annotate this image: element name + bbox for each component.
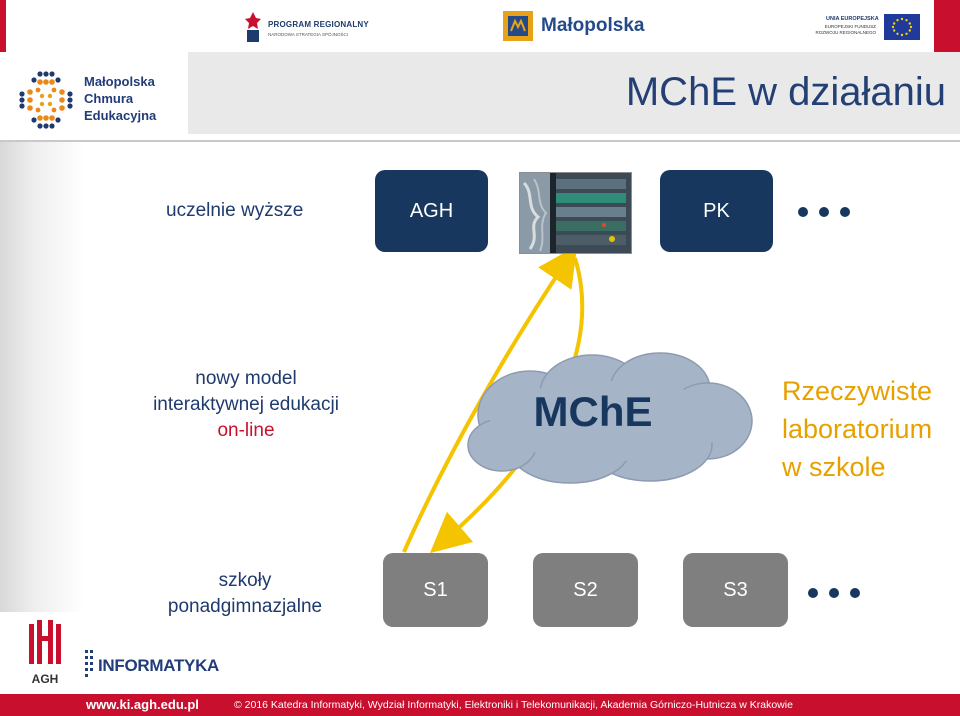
dot: [808, 588, 818, 598]
university-box-pk: PK: [660, 170, 773, 252]
mce-dotted-emblem-icon: [19, 71, 73, 129]
malopolska-emblem-icon: [503, 11, 533, 41]
footer-url-link[interactable]: www.ki.agh.edu.pl: [86, 697, 199, 712]
cloud-label: MChE: [533, 388, 653, 435]
dot: [819, 207, 829, 217]
eu-title: UNIA EUROPEJSKA: [826, 16, 879, 22]
program-regionalny-logo: PROGRAM REGIONALNY NARODOWA STRATEGIA SP…: [244, 10, 394, 44]
schools-label: szkoły ponadgimnazjalne: [140, 568, 350, 620]
eu-fund-text: EUROPEJSKI FUNDUSZ ROZWOJU REGIONALNEGO: [812, 24, 876, 36]
school-box-s1: S1: [383, 553, 488, 627]
real-lab-label: Rzeczywiste laboratorium w szkole: [782, 372, 932, 486]
universities-label: uczelnie wyższe: [166, 200, 304, 221]
dot: [798, 207, 808, 217]
model-line3: on-line: [217, 420, 275, 441]
mce-line3: Edukacyjna: [84, 108, 157, 123]
header-grey-panel: [188, 52, 960, 134]
header-divider: [0, 140, 960, 142]
malopolska-text: Małopolska: [541, 15, 645, 36]
eu-fund-line1: EUROPEJSKI FUNDUSZ: [824, 24, 876, 29]
agh-logo: AGH: [26, 620, 64, 688]
school-box-s3: S3: [683, 553, 788, 627]
right-red-stripe: [934, 0, 960, 58]
real-lab-line3: w szkole: [782, 452, 886, 482]
footer-copyright: © 2016 Katedra Informatyki, Wydział Info…: [234, 699, 793, 711]
agh-logo-text: AGH: [31, 672, 59, 686]
real-lab-line1: Rzeczywiste: [782, 376, 933, 406]
eu-fund-line2: ROZWOJU REGIONALNEGO: [815, 30, 876, 35]
schools-more-dots: [808, 588, 860, 598]
program-regionalny-text: PROGRAM REGIONALNY: [268, 20, 369, 29]
informatyka-logo-text: INFORMATYKA: [98, 656, 220, 675]
schools-line2: ponadgimnazjalne: [167, 596, 323, 617]
arrow-up-to-photo: [402, 245, 578, 553]
dot: [829, 588, 839, 598]
informatyka-logo: INFORMATYKA: [84, 648, 224, 682]
model-line2: interaktywnej edukacji: [153, 394, 339, 415]
mce-line2: Chmura: [84, 91, 134, 106]
program-regionalny-subtext: NARODOWA STRATEGIA SPÓJNOŚCI: [268, 32, 349, 37]
top-logo-bar: [0, 0, 960, 52]
universities-more-dots: [798, 207, 850, 217]
model-label: nowy model interaktywnej edukacji on-lin…: [126, 366, 366, 444]
real-lab-line2: laboratorium: [782, 414, 933, 444]
eu-flag-icon: [884, 14, 920, 40]
informatyka-emblem-icon: [85, 650, 93, 677]
slide-title: MChE w działaniu: [625, 70, 946, 114]
program-regionalny-icon: [244, 10, 262, 44]
dot: [850, 588, 860, 598]
left-red-stripe: [0, 0, 6, 58]
school-box-s2: S2: [533, 553, 638, 627]
server-rack-image-icon: [520, 173, 631, 253]
server-rack-photo: [519, 172, 632, 254]
mche-cloud: [467, 352, 753, 484]
mce-line1: Małopolska: [84, 74, 155, 89]
schools-line1: szkoły: [218, 570, 272, 591]
university-box-agh: AGH: [375, 170, 488, 252]
left-gradient-strip: [0, 142, 84, 612]
dot: [840, 207, 850, 217]
footer-bar: www.ki.agh.edu.pl © 2016 Katedra Informa…: [0, 694, 960, 716]
model-line1: nowy model: [195, 368, 297, 389]
eu-logo: UNIA EUROPEJSKA EUROPEJSKI FUNDUSZ ROZWO…: [812, 14, 924, 42]
malopolska-chmura-edukacyjna-logo: Małopolska Chmura Edukacyjna: [14, 68, 174, 134]
malopolska-logo: Małopolska: [503, 11, 663, 43]
agh-emblem-icon: [29, 620, 61, 664]
